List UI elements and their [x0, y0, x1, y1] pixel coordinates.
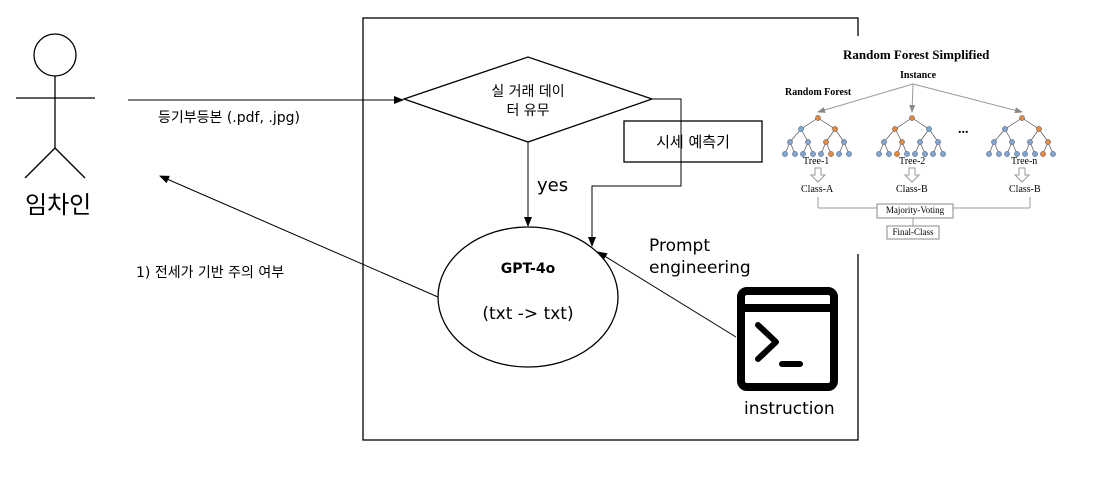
rf-ellipsis: ... — [958, 122, 969, 137]
rf-tree-node — [917, 139, 923, 145]
rf-tree-node — [991, 139, 997, 145]
rf-tree-node — [881, 139, 887, 145]
rf-tree-node — [940, 151, 946, 157]
rf-tree-node — [1045, 139, 1051, 145]
rf-down-arrow — [809, 167, 827, 183]
rf-tree-node — [818, 151, 824, 157]
predictor-label: 시세 예측기 — [656, 133, 730, 151]
random-forest-diagram — [768, 36, 1068, 254]
rf-tree-node — [828, 151, 834, 157]
rf-instance-label: Instance — [900, 70, 937, 81]
rf-tree-node — [909, 115, 915, 121]
rf-tree-node — [1036, 126, 1042, 132]
rf-tree-node — [886, 151, 892, 157]
rf-tree-node — [935, 139, 941, 145]
rf-tree-label-n: Tree-n — [1011, 156, 1038, 167]
prompt-label-line1: Prompt — [649, 236, 710, 256]
rf-tree-node — [1004, 151, 1010, 157]
rf-tree-node — [805, 139, 811, 145]
actor-label: 임차인 — [25, 191, 92, 219]
rf-tree-node — [1027, 139, 1033, 145]
rf-class-label-1: Class-A — [801, 184, 834, 195]
rf-tree-node — [836, 151, 842, 157]
rf-tree-node — [894, 151, 900, 157]
model-io: (txt -> txt) — [482, 304, 574, 324]
rf-title: Random Forest Simplified — [843, 47, 990, 62]
yes-label: yes — [537, 175, 569, 196]
rf-tree-node — [1032, 151, 1038, 157]
rf-down-arrow — [1013, 167, 1031, 183]
return-flow-label: 1) 전세가 기반 주의 여부 — [136, 265, 285, 281]
rf-tree-node — [922, 151, 928, 157]
rf-left-label: Random Forest — [785, 87, 852, 98]
rf-tree-node — [899, 139, 905, 145]
rf-tree-node — [815, 115, 821, 121]
instruction-label: instruction — [744, 399, 835, 419]
actor-figure — [16, 33, 95, 179]
rf-tree-node — [800, 151, 806, 157]
rf-tree-label-1: Tree-1 — [803, 156, 830, 167]
rf-class-label-n: Class-B — [1009, 184, 1041, 195]
rf-tree-node — [810, 151, 816, 157]
prompt-label-line2: engineering — [649, 258, 751, 278]
predictor-box — [623, 120, 763, 163]
rf-tree-node — [841, 139, 847, 145]
rf-tree-node — [1002, 126, 1008, 132]
rf-tree-label-2: Tree-2 — [899, 156, 926, 167]
rf-tree-node — [1019, 115, 1025, 121]
predictor-arrow — [588, 98, 682, 247]
rf-tree-node — [1022, 151, 1028, 157]
decision-label-line1: 실 거래 데이 — [491, 84, 565, 100]
rf-majority-voting: Majority-Voting — [885, 205, 945, 215]
upload-flow-label: 등기부등본 (.pdf, .jpg) — [158, 110, 300, 126]
rf-down-arrow — [903, 167, 921, 183]
rf-tree-node — [876, 151, 882, 157]
decision-label-line2: 터 유무 — [506, 103, 550, 119]
rf-tree-node — [1009, 139, 1015, 145]
rf-tree-node — [986, 151, 992, 157]
rf-tree-node — [1014, 151, 1020, 157]
rf-tree-node — [912, 151, 918, 157]
gpt-ellipse — [437, 226, 619, 368]
rf-tree-node — [782, 151, 788, 157]
rf-tree-node — [1050, 151, 1056, 157]
prompt-arrow — [597, 251, 737, 338]
rf-tree-node — [996, 151, 1002, 157]
rf-instance-arrow — [912, 83, 1023, 114]
final-class-box — [886, 225, 940, 240]
rf-tree-node — [930, 151, 936, 157]
rf-tree-node — [787, 139, 793, 145]
rf-tree-node — [926, 126, 932, 132]
terminal-icon — [737, 287, 838, 391]
rf-tree-node — [798, 126, 804, 132]
majority-voting-box — [876, 203, 954, 219]
rf-tree-node — [1040, 151, 1046, 157]
rf-instance-arrow — [909, 83, 916, 113]
rf-final-class: Final-Class — [892, 227, 934, 237]
return-arrow — [159, 175, 439, 298]
rf-tree-node — [792, 151, 798, 157]
model-name: GPT-4o — [500, 261, 556, 277]
rf-class-label-2: Class-B — [896, 184, 928, 195]
rf-instance-arrow — [817, 83, 914, 113]
rf-tree-node — [823, 139, 829, 145]
rf-tree-node — [892, 126, 898, 132]
rf-tree-node — [846, 151, 852, 157]
rf-tree-node — [832, 126, 838, 132]
rf-tree-node — [904, 151, 910, 157]
